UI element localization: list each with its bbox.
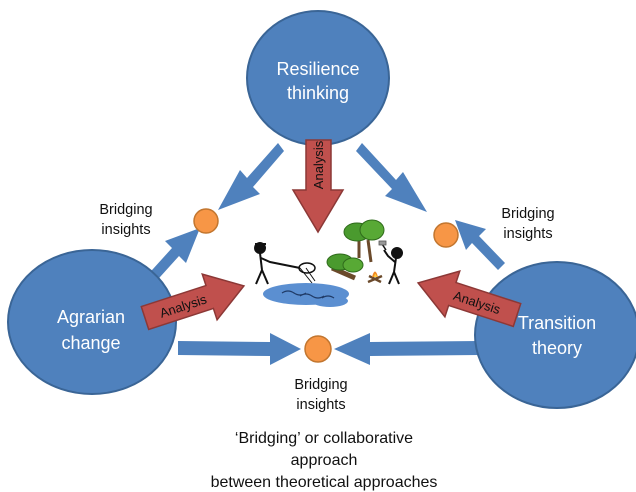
node-transition-line2: theory — [532, 338, 582, 358]
node-resilience-line2: thinking — [287, 83, 349, 103]
bridge-dot-left — [193, 208, 219, 234]
landscape-scene-icon — [254, 219, 403, 307]
bridge-left-line2: insights — [101, 222, 150, 238]
person-with-axe — [378, 240, 403, 285]
arrow-resilience-to-left-bridge — [218, 143, 284, 210]
node-transition-line1: Transition — [518, 313, 596, 333]
node-resilience-thinking: Resilience thinking — [246, 10, 390, 146]
analysis-label-top: Analysis — [311, 140, 326, 189]
bridge-dot-right — [433, 222, 459, 248]
bridge-bottom-line1: Bridging — [294, 377, 347, 393]
node-resilience-line1: Resilience — [276, 59, 359, 79]
bridge-right-line1: Bridging — [501, 206, 554, 222]
caption-line3: between theoretical approaches — [211, 474, 438, 491]
analysis-arrow-top: Analysis — [291, 139, 345, 234]
node-agrarian-line1: Agrarian — [57, 307, 125, 327]
tree-icon — [326, 219, 385, 281]
bridge-right-line2: insights — [503, 226, 552, 242]
caption-line1: ‘Bridging’ or collaborative — [235, 430, 413, 447]
arrow-resilience-to-right-bridge — [356, 143, 427, 212]
node-agrarian-line2: change — [61, 333, 120, 353]
arrow-transition-to-right-bridge — [455, 220, 505, 270]
person-with-net — [254, 242, 316, 285]
node-transition-theory: Transition theory — [474, 261, 636, 409]
arrow-agrarian-to-left-bridge — [143, 228, 200, 287]
bridge-dot-bottom — [304, 335, 332, 363]
bridge-left-line1: Bridging — [99, 202, 152, 218]
campfire-icon — [367, 271, 383, 284]
arrow-agrarian-to-bottom-bridge — [178, 333, 301, 365]
arrow-transition-to-bottom-bridge — [334, 333, 480, 365]
bridge-bottom-line2: insights — [296, 397, 345, 413]
node-agrarian-change: Agrarian change — [7, 249, 177, 395]
caption-line2: approach — [291, 452, 358, 469]
